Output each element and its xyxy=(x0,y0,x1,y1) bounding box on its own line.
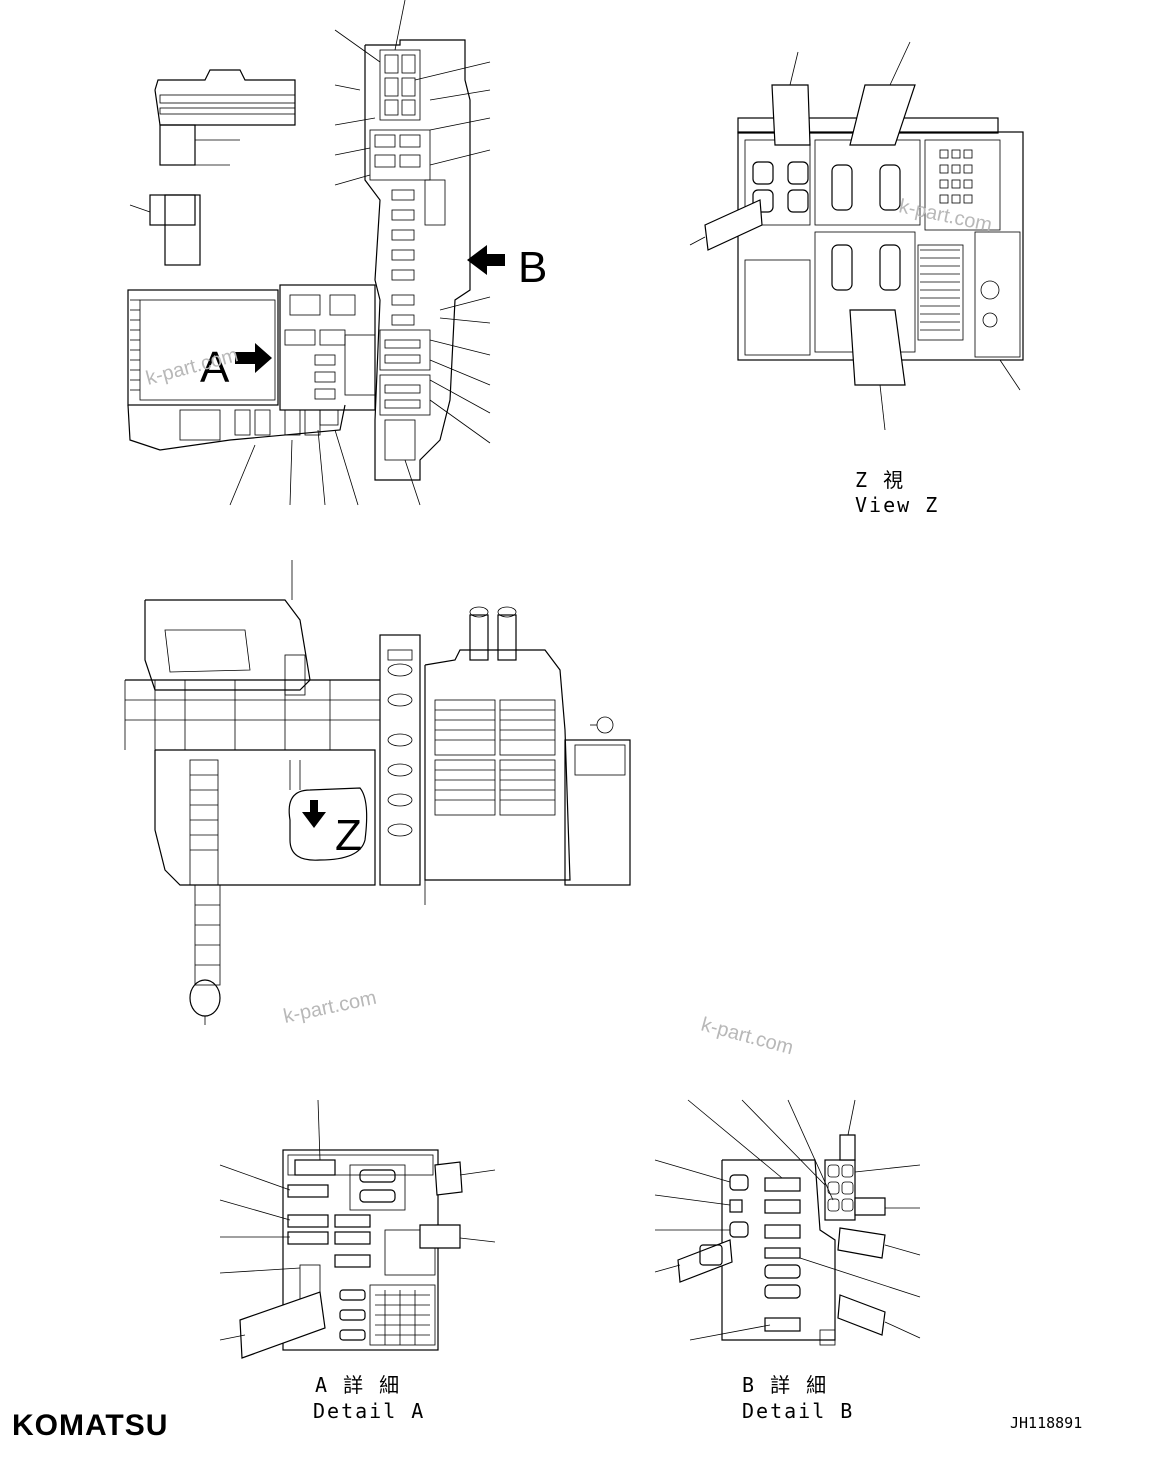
view-b-marker: B xyxy=(518,243,547,292)
watermark-3: k-part.com xyxy=(281,987,378,1028)
view-b-arrow-icon xyxy=(467,245,505,275)
detail-a-caption-jp: A 詳 細 xyxy=(315,1373,401,1397)
plan-spine: B xyxy=(229,0,547,506)
detail-a-arrow-icon xyxy=(235,343,272,373)
view-z: Z 視 View Z xyxy=(689,41,1024,517)
view-z-arrow-icon xyxy=(302,800,326,828)
side-elevation: Z xyxy=(124,560,631,1025)
plan-main-structure: A xyxy=(127,284,376,451)
watermark-4: k-part.com xyxy=(699,1014,796,1060)
detail-b: B 詳 細 Detail B xyxy=(654,1099,921,1423)
detail-a: A 詳 細 Detail A xyxy=(219,1099,496,1423)
detail-b-caption-jp: B 詳 細 xyxy=(742,1373,828,1397)
document-number: JH118891 xyxy=(1010,1414,1082,1432)
plan-view-top: A xyxy=(127,0,547,506)
detail-a-marker: A xyxy=(200,343,230,392)
plan-handrail-structure xyxy=(129,69,296,266)
view-z-caption-en: View Z xyxy=(855,493,939,517)
komatsu-logo: KOMATSU xyxy=(12,1409,168,1442)
view-z-marker: Z xyxy=(335,811,362,860)
detail-a-caption-en: Detail A xyxy=(313,1399,425,1423)
detail-b-caption-en: Detail B xyxy=(742,1399,854,1423)
view-z-caption-jp: Z 視 xyxy=(855,468,905,492)
